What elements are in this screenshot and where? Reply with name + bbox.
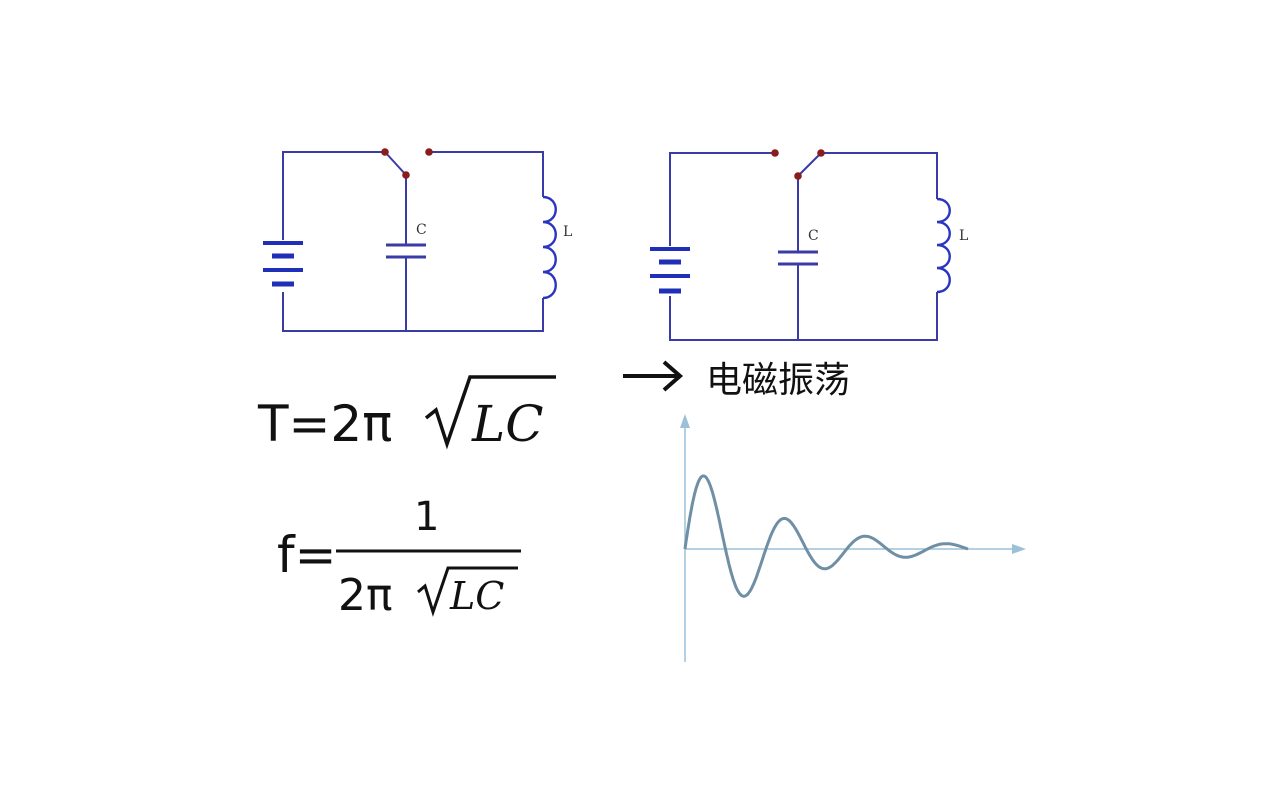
battery-symbol	[263, 241, 303, 287]
capacitor-label: C	[416, 222, 427, 238]
formula-period-radicand: LC	[471, 395, 543, 453]
formula-period-lhs: T=2π	[257, 395, 392, 453]
wire-right-outer	[669, 152, 938, 341]
switch-blade	[797, 152, 822, 177]
x-axis-arrow-icon	[1012, 544, 1026, 554]
sqrt-sign	[417, 566, 518, 617]
switch-blade	[384, 151, 407, 176]
capacitor-symbol	[778, 250, 818, 266]
sqrt-sign	[424, 375, 556, 450]
capacitor-label: C	[808, 228, 819, 244]
capacitor-symbol	[386, 243, 426, 259]
inductor-label: L	[563, 224, 572, 240]
switch-contact-battery	[381, 148, 389, 156]
arrow-head-icon	[662, 360, 684, 392]
formula-frequency: f= 1 2π LC	[277, 494, 521, 621]
switch-pivot	[794, 172, 802, 180]
formula-frequency-radicand: LC	[449, 574, 504, 618]
inductor-symbol	[542, 195, 557, 300]
inductor-label: L	[959, 228, 968, 244]
switch-contact-battery	[771, 149, 779, 157]
switch-pivot	[402, 171, 410, 179]
switch-contact-inductor	[425, 148, 433, 156]
waveform-plot	[680, 414, 1026, 662]
formula-frequency-lhs: f=	[277, 526, 337, 584]
formula-period: T=2π LC	[257, 375, 556, 453]
switch-contact-inductor	[817, 149, 825, 157]
circuit-right: C L	[650, 149, 968, 341]
damped-wave	[683, 474, 969, 598]
formula-frequency-numerator: 1	[414, 494, 439, 540]
y-axis-arrow-icon	[680, 414, 690, 428]
circuit-left: C L	[263, 148, 572, 332]
wire-left-outer	[282, 151, 544, 332]
arrow-label: 电磁振荡	[706, 360, 850, 401]
arrow-label-group: 电磁振荡	[623, 360, 850, 401]
inductor-symbol	[936, 197, 951, 294]
formula-frequency-denominator-prefix: 2π	[338, 570, 392, 621]
battery-symbol	[650, 247, 690, 294]
